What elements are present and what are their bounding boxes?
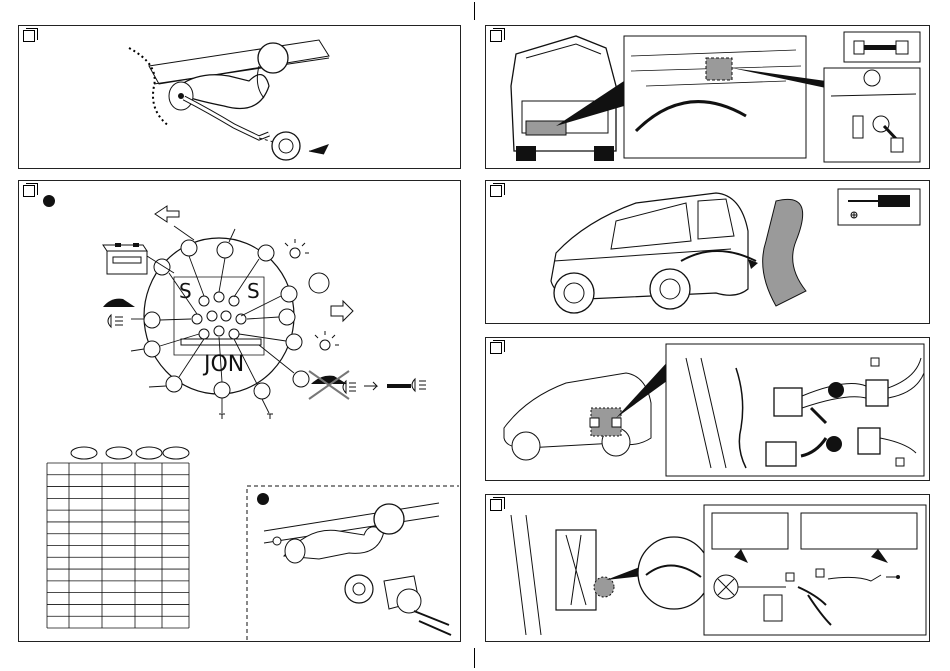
turn-arrow-icon — [155, 206, 179, 222]
svg-text:S: S — [247, 279, 260, 303]
fold-mark-bottom — [474, 648, 475, 668]
bulb-icon — [285, 239, 309, 258]
fog-light-icon — [108, 315, 123, 327]
battery-icon — [103, 243, 147, 274]
fold-mark-top — [474, 2, 475, 20]
turn-arrow-icon — [331, 301, 353, 321]
panel-mudflap-removal — [485, 180, 930, 324]
table-header-ovals — [71, 447, 189, 459]
bulb-icon — [315, 331, 339, 350]
panel-socket-wiring: S S JON — [18, 180, 461, 642]
wire-test-illustration — [486, 495, 931, 643]
panel-connector-plug — [485, 337, 930, 481]
car-icon — [103, 299, 135, 307]
svg-text:JON: JON — [202, 352, 244, 377]
towbar-plug-illustration — [19, 26, 462, 170]
panel-hatchback-access — [485, 25, 930, 169]
fog-light-icon — [343, 381, 356, 393]
car-side-mudflap-illustration — [486, 181, 931, 325]
hatchback-illustration — [486, 26, 931, 170]
socket-pinout-diagram: S S JON — [19, 181, 462, 643]
panel-wire-test — [485, 494, 930, 642]
fog-light-icon — [387, 379, 426, 391]
socket-table — [47, 463, 189, 628]
panel-towbar-plug — [18, 25, 461, 169]
connector-illustration — [486, 338, 931, 482]
